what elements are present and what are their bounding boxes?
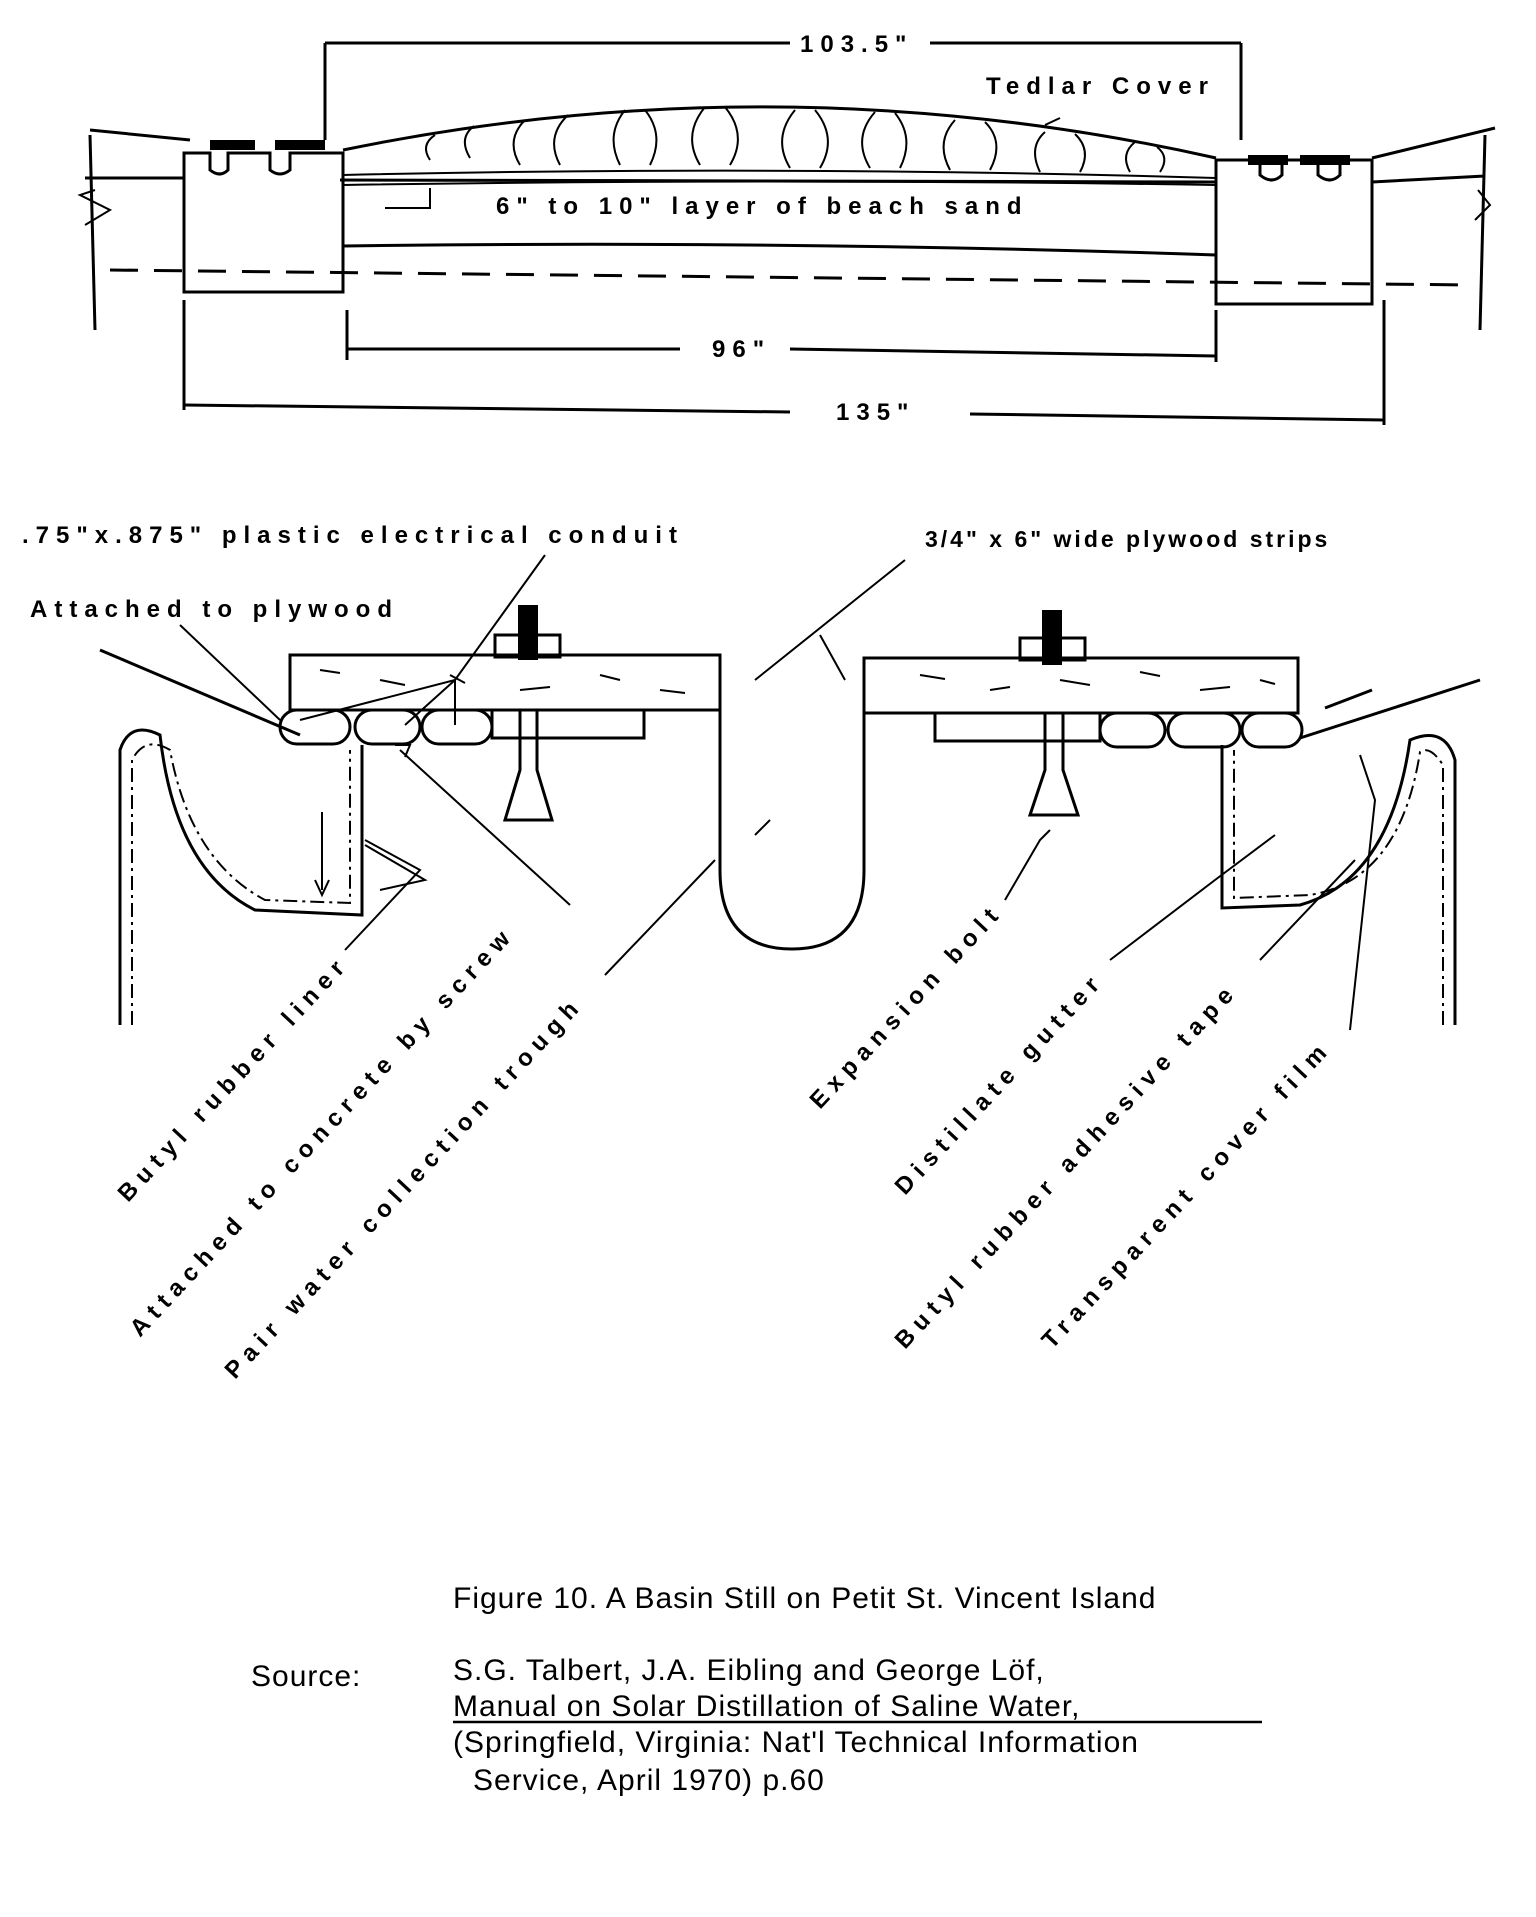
left-conduits (278, 708, 646, 746)
dimension-103-5: 103.5" (323, 31, 1243, 140)
dim-label-135: 135" (836, 399, 915, 426)
sand-layer-label: 6" to 10" layer of beach sand (496, 193, 1029, 220)
left-expansion-bolt (493, 605, 562, 822)
right-conduits (933, 711, 1304, 749)
edge-detail: .75"x.875" plastic electrical conduit 3/… (22, 522, 1481, 1384)
cover-film-label: Transparent cover film (1037, 1035, 1337, 1354)
expansion-bolt-label: Expansion bolt (805, 898, 1009, 1114)
dim-label-96: 96" (712, 336, 771, 363)
source-book-title: Manual on Solar Distillation of Saline W… (453, 1690, 1081, 1723)
left-block-cap (210, 140, 255, 150)
plywood-grain (319, 669, 1276, 694)
dim-label-103-5: 103.5" (800, 31, 913, 58)
left-plywood-strip (288, 653, 722, 712)
figure-caption: Figure 10. A Basin Still on Petit St. Vi… (251, 1582, 1262, 1797)
dimension-135: 135" (182, 300, 1386, 426)
left-concrete-block (182, 151, 345, 294)
tedlar-cover-label: Tedlar Cover (986, 73, 1215, 100)
left-block-cap-2 (275, 140, 325, 150)
butyl-rubber-liner-label: Butyl rubber liner (113, 950, 355, 1207)
source-authors: S.G. Talbert, J.A. Eibling and George Lö… (453, 1654, 1045, 1687)
tedlar-cover (342, 105, 1217, 160)
dimension-96: 96" (345, 310, 1218, 363)
right-plywood-strip (862, 656, 1300, 715)
plywood-strips-label: 3/4" x 6" wide plywood strips (925, 526, 1330, 552)
adhesive-tape-label: Butyl rubber adhesive tape (890, 977, 1244, 1354)
right-block-cap (1248, 155, 1288, 165)
source-publisher: (Springfield, Virginia: Nat'l Technical … (453, 1726, 1139, 1759)
right-expansion-bolt (1018, 610, 1087, 817)
basin-cross-section: 103.5" Tedlar Cover 6" to 10" layer of b (77, 31, 1496, 426)
collection-trough (718, 710, 866, 951)
conduit-label: .75"x.875" plastic electrical conduit (22, 522, 684, 549)
source-publisher-cont: Service, April 1970) p.60 (473, 1764, 825, 1797)
condensation-droplets (425, 106, 1166, 173)
source-label: Source: (251, 1660, 361, 1693)
right-block-cap-2 (1300, 155, 1350, 165)
attached-plywood-label: Attached to plywood (30, 596, 399, 623)
figure-title: Figure 10. A Basin Still on Petit St. Vi… (453, 1582, 1157, 1615)
